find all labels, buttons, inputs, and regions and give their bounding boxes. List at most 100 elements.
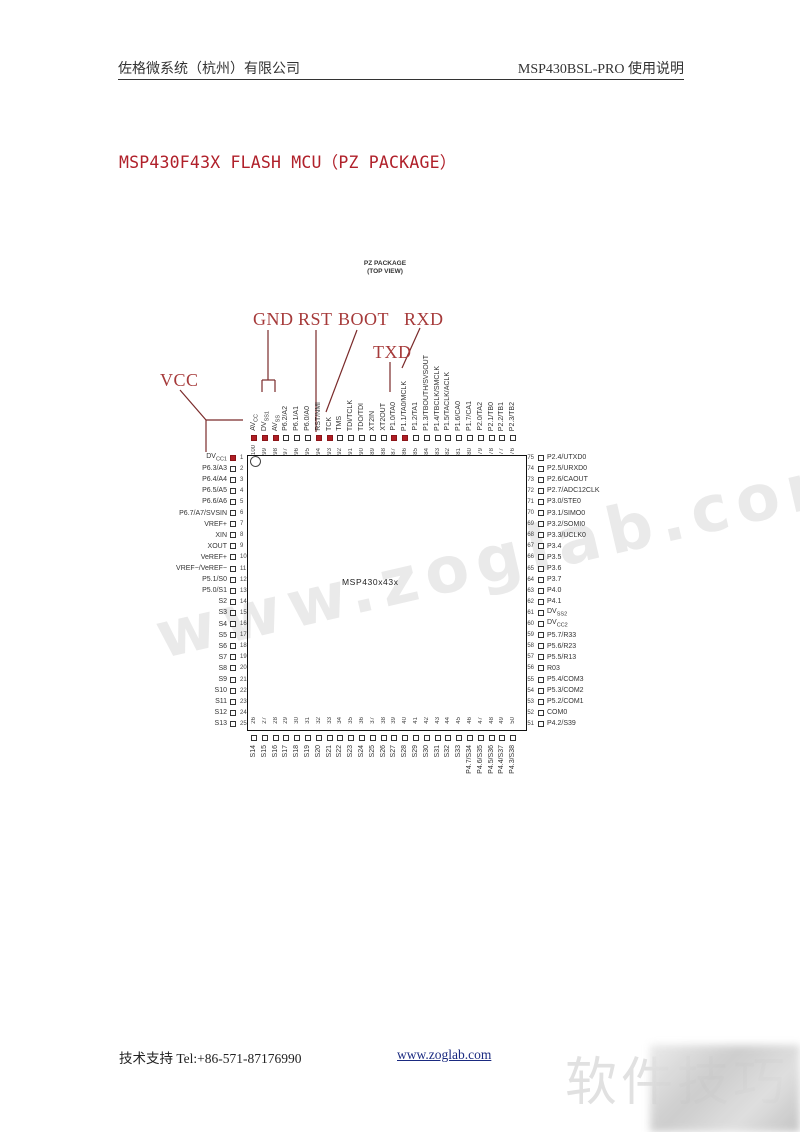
pin-pad-icon bbox=[477, 435, 484, 441]
pin-label: RST/NMI bbox=[314, 402, 322, 431]
pin-pad-icon bbox=[538, 687, 544, 694]
pin-pad-icon bbox=[423, 735, 430, 741]
pin-pad-icon bbox=[391, 735, 398, 741]
pin-number: 28 bbox=[272, 717, 279, 724]
pin-pad-icon bbox=[230, 521, 236, 528]
pin-pad-icon bbox=[348, 435, 355, 441]
pin-number: 26 bbox=[251, 717, 257, 724]
pin-pad-icon bbox=[369, 735, 376, 741]
pin-pad-icon bbox=[423, 435, 430, 441]
pin-label: P1.2/TA1 bbox=[412, 402, 419, 431]
pin-pad-icon bbox=[538, 609, 544, 616]
support-phone: 技术支持 Tel:+86-571-87176990 bbox=[119, 1051, 302, 1066]
pin-number: 99 bbox=[261, 448, 268, 455]
pin-pad-icon bbox=[402, 735, 409, 741]
pin-number: 41 bbox=[413, 717, 419, 724]
pin-number: 100 bbox=[251, 444, 257, 455]
pin-number: 8 bbox=[240, 532, 244, 539]
pin-pad-icon bbox=[391, 435, 398, 441]
pin-pad-icon bbox=[538, 510, 544, 516]
pin-number: 17 bbox=[240, 632, 247, 639]
pin-pad-icon bbox=[230, 643, 236, 650]
pin-pad-icon bbox=[538, 554, 544, 561]
pin-pad-icon bbox=[359, 735, 365, 741]
pin-number: 39 bbox=[391, 717, 398, 724]
pin-label: P5.6/R23 bbox=[547, 642, 577, 650]
pin-number: 80 bbox=[467, 448, 473, 455]
pin-pad-icon bbox=[326, 435, 333, 441]
pin-label: VeREF+ bbox=[200, 553, 227, 561]
pin-number: 54 bbox=[527, 687, 534, 694]
pin-pad-icon bbox=[538, 643, 544, 650]
pin1-indicator-icon bbox=[250, 456, 261, 467]
pin-85: P1.2/TA1 85 bbox=[411, 345, 421, 455]
pin-label: S31 bbox=[433, 745, 441, 758]
pin-label: S29 bbox=[412, 745, 419, 758]
pin-label: S13 bbox=[214, 720, 227, 728]
pin-label: S6 bbox=[218, 642, 227, 650]
pin-pad-icon bbox=[230, 720, 236, 727]
pin-label: S10 bbox=[214, 687, 227, 695]
pin-label: P5.7/R33 bbox=[547, 631, 577, 639]
pin-number: 30 bbox=[294, 717, 301, 724]
pin-pad-icon bbox=[230, 576, 236, 583]
pin-pad-icon bbox=[510, 735, 517, 741]
pin-label: XT2IN bbox=[368, 411, 376, 431]
pin-pad-icon bbox=[305, 735, 311, 741]
pin-number: 70 bbox=[527, 510, 534, 516]
pin-pad-icon bbox=[261, 735, 268, 741]
package-label: PZ PACKAGE (TOP VIEW) bbox=[340, 260, 430, 276]
pin-number: 53 bbox=[527, 698, 534, 705]
pin-number: 85 bbox=[413, 448, 419, 455]
pin-label: S24 bbox=[358, 745, 365, 758]
callout-rxd: RXD bbox=[404, 309, 444, 329]
pin-pad-icon bbox=[413, 735, 419, 741]
pin-number: 7 bbox=[240, 521, 244, 528]
pin-pad-icon bbox=[467, 735, 473, 741]
pin-label: P2.4/UTXD0 bbox=[547, 454, 587, 461]
pin-number: 37 bbox=[369, 717, 376, 724]
pin-label: S30 bbox=[422, 745, 430, 758]
pin-number: 11 bbox=[240, 565, 247, 572]
pin-label: P2.5/URXD0 bbox=[547, 465, 588, 473]
pin-label: DVCC2 bbox=[547, 619, 568, 629]
pin-number: 75 bbox=[527, 454, 534, 461]
pin-label: S14 bbox=[250, 745, 257, 758]
pin-number: 19 bbox=[240, 654, 247, 661]
pin-pad-icon bbox=[434, 435, 441, 441]
pin-pad-icon bbox=[283, 435, 290, 441]
pin-pad-icon bbox=[467, 435, 473, 441]
website-link[interactable]: www.zoglab.com bbox=[397, 1047, 492, 1062]
pin-label: S23 bbox=[347, 745, 355, 758]
pin-label: P4.3/S38 bbox=[509, 745, 517, 774]
pin-label: P6.2/A2 bbox=[282, 406, 290, 431]
pin-number: 13 bbox=[240, 587, 247, 594]
package-label-line1: PZ PACKAGE bbox=[363, 260, 407, 267]
pin-pad-icon bbox=[538, 632, 544, 639]
pin-7: VREF+7 bbox=[204, 519, 243, 530]
pin-pad-icon bbox=[283, 735, 290, 741]
